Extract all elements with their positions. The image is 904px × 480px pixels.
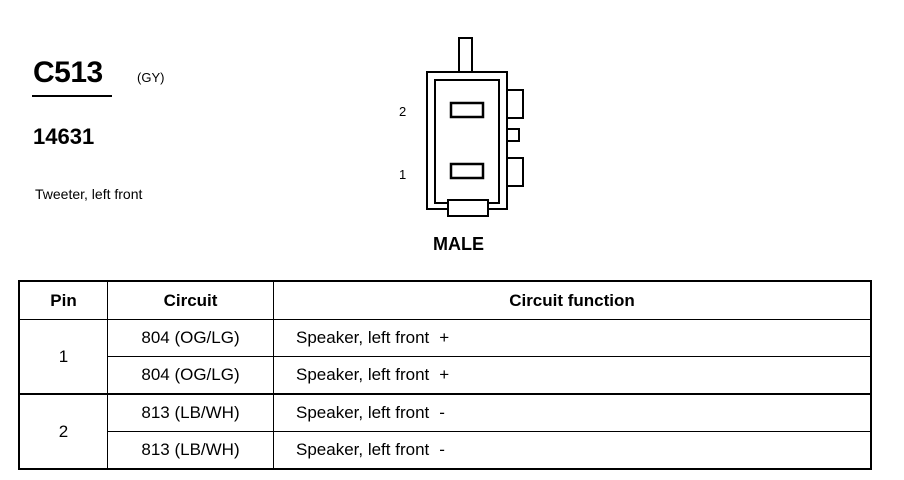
table-row: 813 (LB/WH) Speaker, left front-: [19, 431, 872, 470]
polarity-sign: +: [439, 365, 450, 384]
connector-gender-label: MALE: [433, 234, 484, 254]
function-text: Speaker, left front: [296, 440, 430, 459]
function-cell: Speaker, left front +: [273, 356, 872, 395]
connector-color-code: (GY): [137, 70, 165, 85]
connector-side-lug-bottom: [506, 157, 524, 187]
function-text: Speaker, left front: [296, 365, 430, 384]
function-text: Speaker, left front: [296, 403, 430, 422]
connector-id: C513: [33, 56, 103, 89]
circuit-cell: 804 (OG/LG): [107, 319, 274, 357]
connector-body-inner: [434, 79, 500, 204]
header-circuit-function: Circuit function: [273, 280, 872, 320]
table-row: 804 (OG/LG) Speaker, left front +: [19, 356, 872, 395]
table-header-row: Pin Circuit Circuit function: [18, 280, 872, 320]
function-cell: Speaker, left front-: [273, 431, 872, 470]
connector-side-lug-top: [506, 89, 524, 119]
function-cell: Speaker, left front +: [273, 319, 872, 357]
table-row: 2 813 (LB/WH) Speaker, left front-: [18, 393, 872, 470]
function-cell: Speaker, left front-: [273, 393, 872, 432]
circuit-cell: 804 (OG/LG): [107, 356, 274, 395]
header-pin: Pin: [18, 280, 108, 320]
pin-label-2: 2: [399, 104, 407, 119]
connector-face-diagram: [426, 37, 524, 217]
connector-bottom-key: [447, 199, 489, 217]
pin-cell: 2: [18, 393, 108, 470]
function-text: Speaker, left front: [296, 328, 430, 347]
terminal-pin-1: [449, 162, 485, 180]
connector-description: Tweeter, left front: [35, 186, 143, 202]
header-circuit: Circuit: [107, 280, 274, 320]
pin-cell: 1: [18, 319, 108, 395]
polarity-sign: -: [439, 403, 445, 422]
connector-side-lug-middle: [506, 128, 520, 142]
polarity-sign: -: [439, 440, 445, 459]
pin-label-1: 1: [399, 167, 407, 182]
circuit-cell: 813 (LB/WH): [107, 393, 274, 432]
terminal-pin-2: [449, 101, 485, 119]
part-number: 14631: [33, 124, 95, 149]
table-row: 1 804 (OG/LG) Speaker, left front +: [18, 319, 872, 395]
polarity-sign: +: [439, 328, 450, 347]
pinout-table: Pin Circuit Circuit function 1 804 (OG/L…: [18, 280, 872, 470]
title-underline: [32, 95, 112, 97]
connector-latch-tab: [458, 37, 473, 73]
circuit-cell: 813 (LB/WH): [107, 431, 274, 470]
